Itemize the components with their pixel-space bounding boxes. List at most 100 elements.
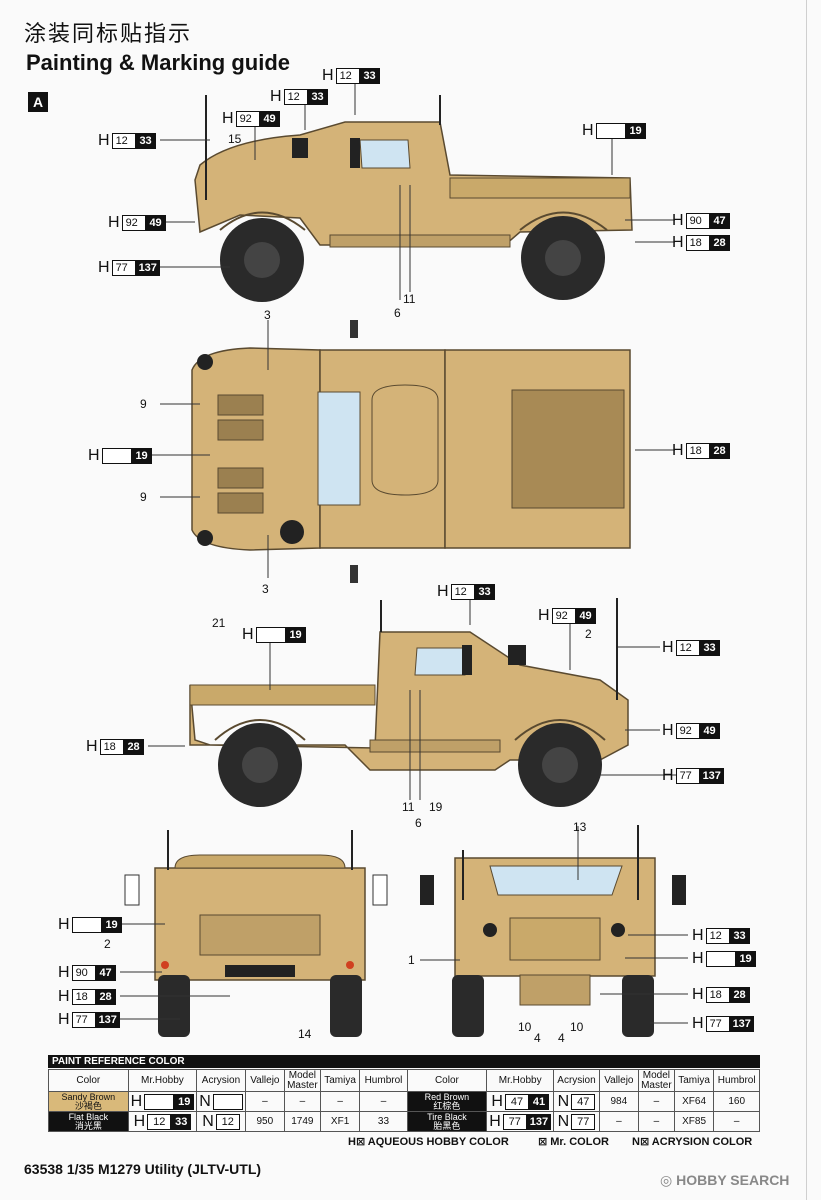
decal-number: 3 (262, 582, 269, 596)
vehicle-side-view-left (194, 95, 633, 302)
humbrol-code: – (359, 1091, 408, 1112)
decal-number: 10 (518, 1020, 532, 1034)
decal-number: 14 (298, 1027, 312, 1041)
logo-icon: ◎ (660, 1172, 677, 1188)
col-header: Color (406, 1069, 488, 1092)
leader-lines (115, 75, 688, 1024)
legend-mr-color: ⊠ Mr. COLOR (538, 1136, 609, 1148)
decal-number: 11 (403, 292, 416, 306)
col-header: Tamiya (319, 1069, 361, 1092)
col-header: Color (48, 1069, 129, 1092)
vehicle-front-view (420, 825, 686, 1037)
page-edge (806, 0, 807, 1200)
col-header: Vallejo (598, 1069, 639, 1092)
title-english: Painting & Marking guide (26, 50, 291, 75)
humbrol-code: – (713, 1111, 760, 1132)
modelmaster-code: – (637, 1111, 675, 1132)
paint-table-header-row: Color Mr.Hobby Acrysion Vallejo Model Ma… (48, 1069, 760, 1092)
title-chinese: 涂装同标贴指示 (24, 22, 193, 47)
col-header: Mr.Hobby (486, 1069, 555, 1092)
vallejo-code: 984 (598, 1091, 639, 1112)
col-header: Humbrol (359, 1069, 408, 1092)
decal-number: 13 (573, 820, 587, 834)
decal-number: 15 (228, 132, 242, 146)
col-header: Acrysion (553, 1069, 600, 1092)
decal-number: 9 (140, 490, 147, 504)
modelmaster-code: – (283, 1091, 321, 1112)
decal-number: 19 (429, 800, 443, 814)
decal-number: 10 (570, 1020, 584, 1034)
vehicle-top-view (191, 320, 631, 583)
tamiya-code: XF85 (673, 1111, 715, 1132)
decal-number: 2 (104, 937, 111, 951)
decal-number: 11 (402, 800, 415, 814)
vehicle-rear-view (124, 830, 388, 1037)
modelmaster-code: 1749 (283, 1111, 321, 1132)
col-header: Mr.Hobby (127, 1069, 198, 1092)
col-header: Humbrol (713, 1069, 760, 1092)
vehicle-drawings (115, 75, 688, 1037)
decal-number: 21 (212, 616, 226, 630)
legend-aqueous: H⊠ AQUEOUS HOBBY COLOR (348, 1136, 509, 1148)
vallejo-code: 950 (244, 1111, 285, 1132)
decal-number: 9 (140, 397, 147, 411)
legend-acrysion: N⊠ ACRYSION COLOR (632, 1136, 753, 1148)
humbrol-code: 33 (359, 1111, 408, 1132)
tamiya-code: XF1 (319, 1111, 361, 1132)
col-header: Acrysion (196, 1069, 246, 1092)
decal-number: 1 (408, 953, 415, 967)
vallejo-code: – (598, 1111, 639, 1132)
tamiya-code: XF64 (673, 1091, 715, 1112)
decal-number: 6 (394, 306, 401, 320)
paint-reference-table: Color Mr.Hobby Acrysion Vallejo Model Ma… (48, 1069, 760, 1132)
product-footer: 63538 1/35 M1279 Utility (JLTV-UTL) (24, 1161, 262, 1177)
vehicle-side-view-right (189, 598, 629, 807)
decal-number: 4 (534, 1031, 541, 1045)
paint-table-heading: PAINT REFERENCE COLOR (48, 1055, 760, 1068)
decal-number: 6 (415, 816, 422, 830)
decal-number: 2 (585, 627, 592, 641)
col-header: Model Master (283, 1069, 321, 1092)
decal-number: 4 (558, 1031, 565, 1045)
scheme-badge: A (28, 92, 48, 112)
col-header: Model Master (637, 1069, 675, 1092)
vallejo-code: – (244, 1091, 285, 1112)
humbrol-code: 160 (713, 1091, 760, 1112)
